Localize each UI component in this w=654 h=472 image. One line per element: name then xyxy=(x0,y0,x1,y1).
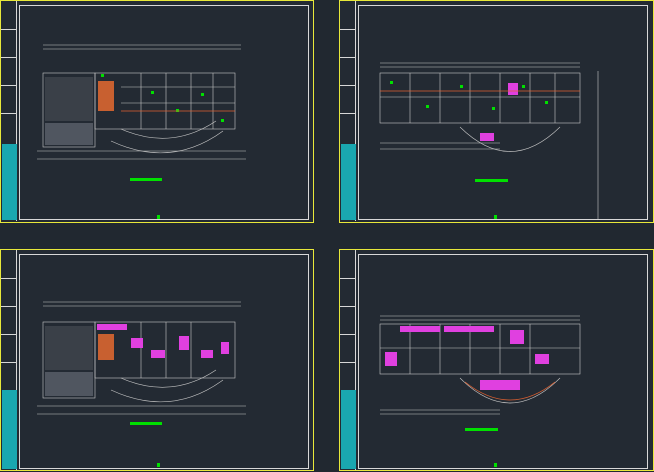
drawing-sheet-top-right[interactable] xyxy=(339,0,654,223)
floor-plan-a xyxy=(37,44,246,219)
drawing-frame xyxy=(19,254,309,469)
drawing-frame xyxy=(19,5,309,220)
drawing-sheet-bottom-left[interactable] xyxy=(0,249,314,471)
sheet-margin-strip xyxy=(340,1,356,221)
drawing-frame xyxy=(358,5,648,220)
drawing-frame xyxy=(358,254,648,469)
title-block xyxy=(2,390,17,469)
title-block xyxy=(341,144,356,220)
title-block xyxy=(341,390,356,469)
drawing-sheet-bottom-right[interactable] xyxy=(339,249,654,471)
title-block xyxy=(2,144,17,220)
floor-plan-b xyxy=(379,62,599,219)
floor-plan-b-furnished xyxy=(379,315,581,467)
sheet-margin-strip xyxy=(1,250,17,470)
floor-plan-a-furnished xyxy=(37,301,246,467)
sheet-margin-strip xyxy=(1,1,17,221)
drawing-sheet-top-left[interactable] xyxy=(0,0,314,223)
sheet-margin-strip xyxy=(340,250,356,470)
